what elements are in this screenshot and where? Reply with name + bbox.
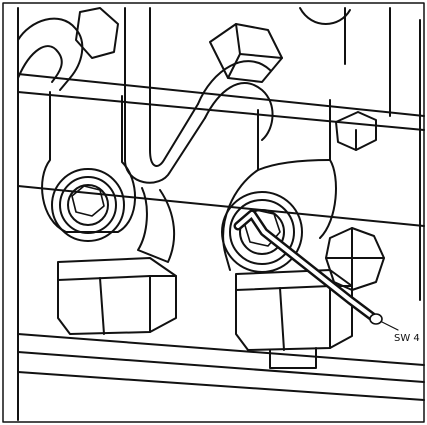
- hex-socket-plug-icon: [221, 191, 303, 273]
- hex-socket-plug-icon: [51, 168, 125, 242]
- allen-key-icon: [233, 209, 383, 325]
- bent-pipe-icon: [17, 7, 351, 184]
- callout-leader-line: [381, 321, 399, 331]
- side-cap-nut-icon: [325, 111, 385, 291]
- hex-nut-icon: [75, 7, 283, 83]
- valve-body-icon: [222, 99, 353, 369]
- callout-label: SW 4: [394, 333, 420, 344]
- callout: SW 4: [381, 321, 420, 344]
